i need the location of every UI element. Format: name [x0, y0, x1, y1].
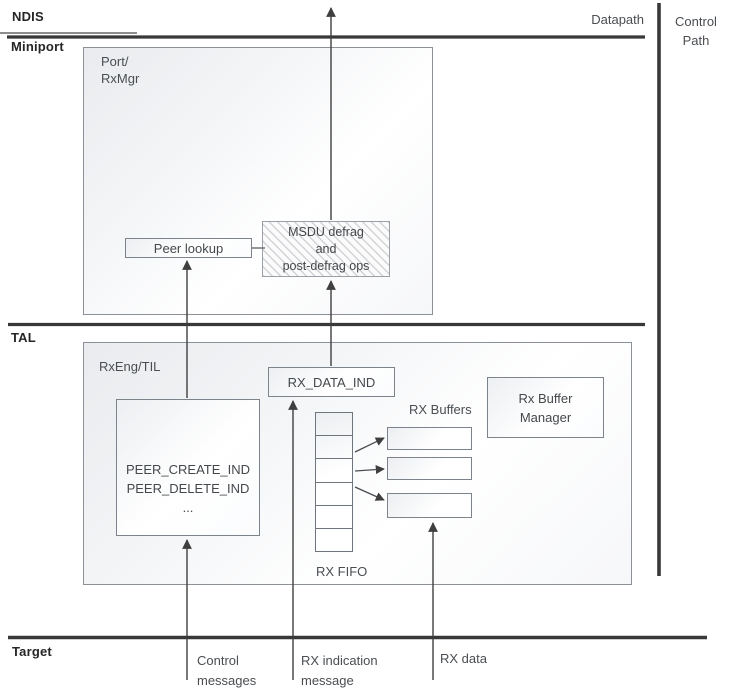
- rx-buffer-manager-line1: Rx Buffer: [518, 390, 573, 406]
- peer-create-ind-label: PEER_CREATE_IND: [125, 462, 250, 477]
- rx-indication-message-label: RX indication message: [301, 651, 378, 691]
- msdu-line2: and: [315, 241, 337, 256]
- msdu-line3: post-defrag ops: [282, 258, 370, 273]
- rx-fifo: [315, 412, 353, 552]
- msdu-line1: MSDU defrag: [288, 224, 364, 239]
- control-messages-line1: Control: [197, 653, 239, 668]
- port-label-line2: RxMgr: [101, 71, 140, 86]
- rx-buffer-manager-line2: Manager: [519, 409, 572, 425]
- rx-data-label: RX data: [440, 651, 487, 666]
- rx-fifo-cell: [316, 483, 352, 506]
- peer-lookup-box: Peer lookup: [125, 238, 252, 258]
- control-path-label: Control Path: [668, 12, 724, 50]
- target-layer-label: Target: [12, 644, 52, 659]
- port-label-line1: Port/: [101, 54, 129, 69]
- rx-data-ind-label: RX_DATA_IND: [287, 374, 376, 390]
- rx-fifo-cell: [316, 459, 352, 483]
- control-path-line2: Path: [682, 33, 710, 48]
- rx-buffer-3: [387, 493, 472, 518]
- miniport-layer-label: Miniport: [11, 39, 64, 54]
- peer-ind-box: PEER_CREATE_IND PEER_DELETE_IND ...: [116, 399, 260, 536]
- control-path-line1: Control: [675, 14, 717, 29]
- tal-layer-label: TAL: [11, 330, 36, 345]
- rx-fifo-cell: [316, 506, 352, 529]
- rx-data-ind-box: RX_DATA_IND: [268, 367, 395, 397]
- datapath-label: Datapath: [591, 12, 644, 27]
- peer-delete-ind-label: PEER_DELETE_IND: [126, 481, 250, 496]
- rx-indication-line2: message: [301, 673, 354, 688]
- msdu-defrag-box: MSDU defrag and post-defrag ops: [262, 221, 390, 277]
- port-rxmgr-label: Port/ RxMgr: [101, 53, 139, 87]
- rx-buffer-2: [387, 457, 472, 480]
- ndis-layer-label: NDIS: [12, 9, 44, 24]
- peer-lookup-label: Peer lookup: [153, 240, 224, 256]
- rxeng-til-label: RxEng/TIL: [99, 359, 161, 374]
- control-messages-label: Control messages: [197, 651, 256, 691]
- rx-indication-line1: RX indication: [301, 653, 378, 668]
- rx-buffers-label: RX Buffers: [409, 402, 472, 417]
- rx-fifo-label: RX FIFO: [316, 564, 368, 579]
- rx-fifo-cell: [316, 413, 352, 437]
- rx-fifo-cell: [316, 436, 352, 460]
- rx-fifo-cell: [316, 529, 352, 551]
- control-messages-line2: messages: [197, 673, 257, 688]
- peer-box-ellipsis: ...: [182, 500, 194, 515]
- rx-buffer-1: [387, 427, 472, 450]
- rx-buffer-manager-box: Rx Buffer Manager: [487, 377, 604, 438]
